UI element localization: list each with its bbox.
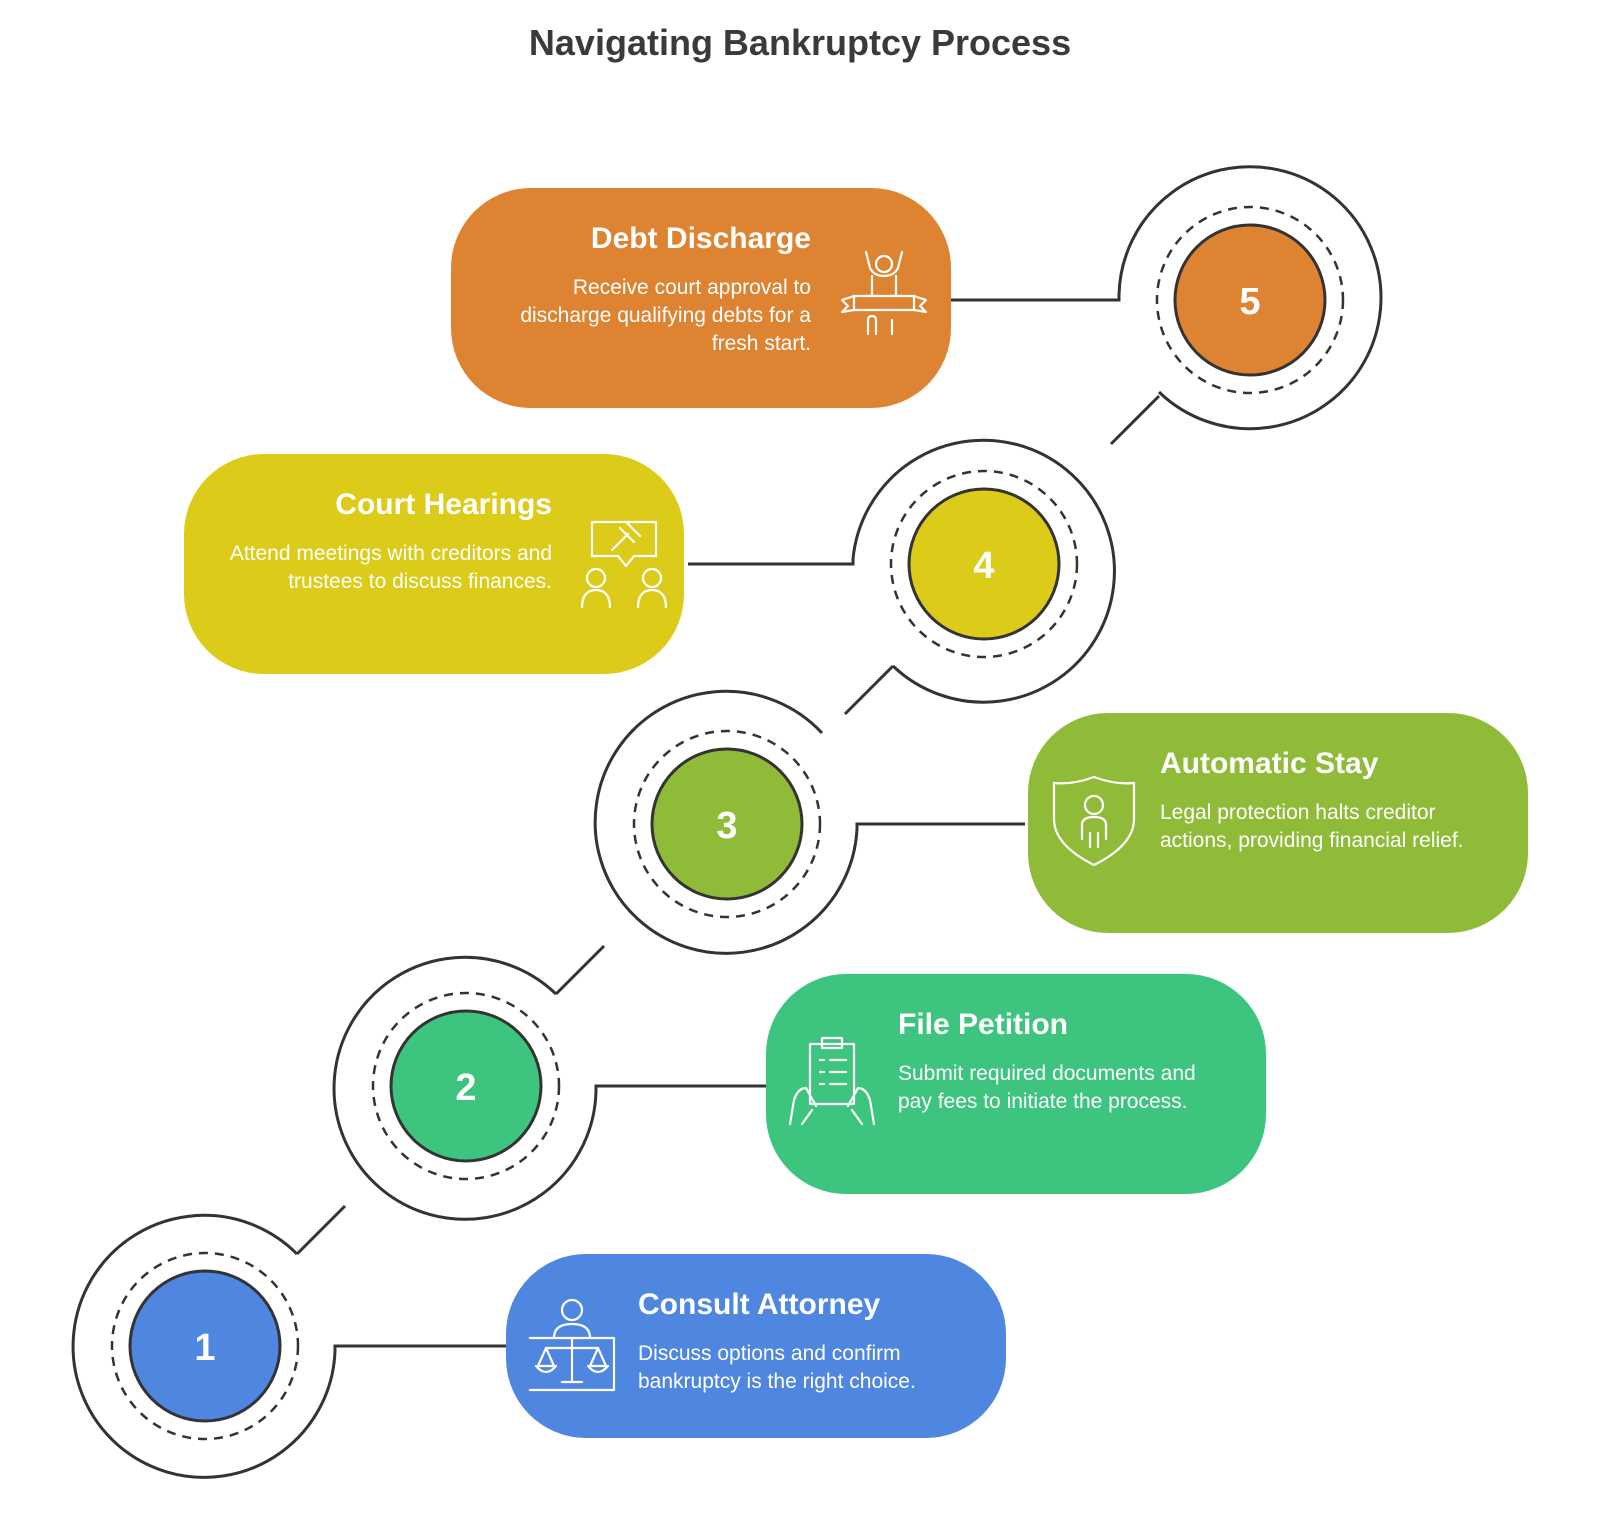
step-description-3: Legal protection halts creditor actions,… — [1160, 801, 1464, 852]
step-ring-1: 1 — [71, 1213, 509, 1479]
connector-2-3 — [554, 944, 606, 996]
step-number-2: 2 — [455, 1067, 476, 1109]
step-badge-2 — [389, 1009, 543, 1163]
step-heading-1: Consult Attorney — [638, 1288, 881, 1321]
step-ring-3: 3 — [593, 689, 1025, 955]
step-description-1: Discuss options and confirm bankruptcy i… — [638, 1342, 916, 1393]
step-ring-4: 4 — [688, 438, 1116, 704]
connector-3-4 — [843, 664, 895, 716]
step-ring-5: 5 — [951, 165, 1383, 431]
step-heading-5: Debt Discharge — [590, 222, 811, 255]
step-number-5: 5 — [1239, 281, 1260, 323]
step-card-2: File Petition Submit required documents … — [766, 974, 1266, 1194]
connector-4-5 — [1109, 394, 1161, 446]
step-card-4: Court Hearings Attend meetings with cred… — [184, 454, 684, 674]
step-description-4: Attend meetings with creditors and trust… — [229, 542, 552, 593]
attorney-scales-icon — [524, 1298, 620, 1394]
step-number-3: 3 — [716, 805, 737, 847]
step-badge-1 — [128, 1269, 282, 1423]
step-card-1: Consult Attorney Discuss options and con… — [506, 1254, 1006, 1438]
step-number-1: 1 — [194, 1327, 215, 1369]
diagram-title: Navigating Bankruptcy Process — [528, 22, 1072, 63]
celebrating-person-icon — [836, 246, 932, 342]
step-badge-3 — [650, 747, 804, 901]
step-heading-4: Court Hearings — [335, 488, 552, 521]
step-number-4: 4 — [973, 545, 994, 587]
shield-person-icon — [1046, 771, 1142, 867]
gavel-meeting-icon — [576, 512, 672, 610]
connector-1-2 — [295, 1204, 347, 1256]
step-badge-4 — [907, 487, 1061, 641]
step-ring-2: 2 — [332, 955, 768, 1221]
step-description-2: Submit required documents and pay fees t… — [898, 1062, 1196, 1113]
step-heading-2: File Petition — [898, 1008, 1069, 1041]
step-card-5: Debt Discharge Receive court approval to… — [451, 188, 951, 408]
step-card-3: Automatic Stay Legal protection halts cr… — [1028, 713, 1528, 933]
step-badge-5 — [1173, 223, 1327, 377]
step-heading-3: Automatic Stay — [1160, 747, 1379, 780]
step-description-5: Receive court approval to discharge qual… — [520, 276, 811, 355]
clipboard-document-icon — [784, 1032, 880, 1128]
